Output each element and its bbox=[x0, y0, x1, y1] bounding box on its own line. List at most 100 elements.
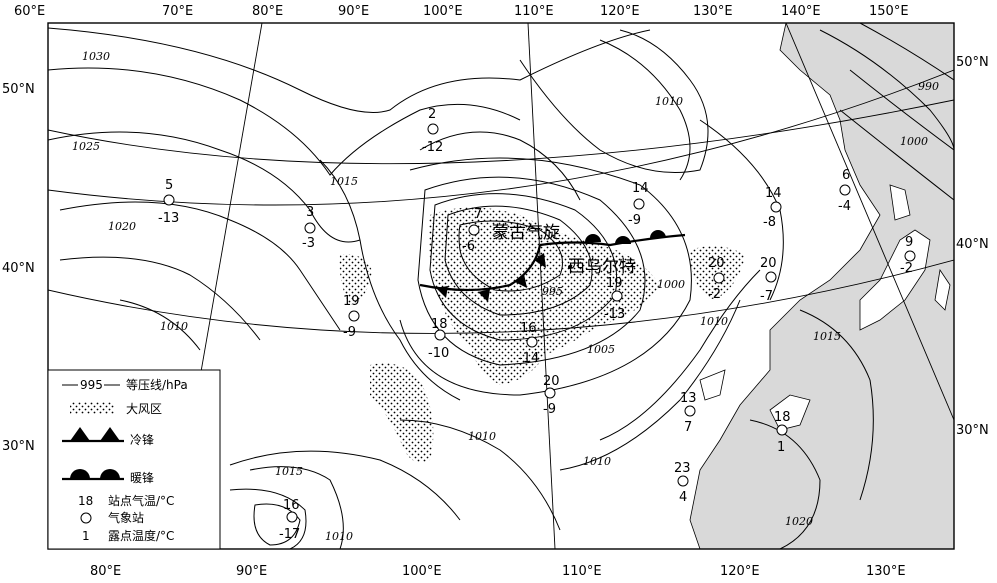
isobar-value: 1030 bbox=[82, 50, 110, 63]
sea-area bbox=[689, 23, 954, 549]
svg-text:16: 16 bbox=[520, 321, 537, 336]
map-frame bbox=[47, 22, 955, 550]
legend-temp-sample: 18 bbox=[78, 494, 93, 508]
svg-text:20: 20 bbox=[543, 374, 560, 389]
station: 2-12 bbox=[422, 107, 443, 155]
isobar-value: 995 bbox=[542, 285, 563, 298]
station: 23 4 bbox=[674, 461, 691, 505]
station: 5 -13 bbox=[158, 178, 179, 226]
lat-label: 50°N bbox=[956, 55, 989, 70]
isobar-value: 1020 bbox=[785, 515, 813, 528]
svg-text:-12: -12 bbox=[422, 140, 443, 155]
lon-label: 150°E bbox=[869, 4, 909, 19]
coast-islands bbox=[889, 184, 911, 221]
svg-text:-9: -9 bbox=[628, 213, 641, 228]
isobar-value: 1010 bbox=[583, 455, 611, 468]
svg-text:-8: -8 bbox=[763, 215, 776, 230]
lon-label: 60°E bbox=[14, 4, 45, 19]
svg-text:20: 20 bbox=[760, 256, 777, 271]
isobar-value: 1010 bbox=[655, 95, 683, 108]
coast-islands bbox=[934, 268, 951, 311]
warm-front-symbol bbox=[62, 469, 124, 481]
isobar-value: 1005 bbox=[587, 343, 615, 356]
lat-label: 40°N bbox=[956, 237, 989, 252]
place-dot bbox=[568, 265, 572, 269]
svg-text:-6: -6 bbox=[462, 239, 475, 254]
svg-text:18: 18 bbox=[431, 317, 448, 332]
svg-text:19: 19 bbox=[606, 276, 623, 291]
svg-text:9: 9 bbox=[905, 235, 913, 250]
cold-front-symbol bbox=[62, 427, 124, 443]
svg-text:16: 16 bbox=[283, 498, 300, 513]
svg-text:3: 3 bbox=[306, 205, 314, 220]
isobar-value: 1010 bbox=[700, 315, 728, 328]
isobar-value: 1015 bbox=[330, 175, 358, 188]
svg-text:-9: -9 bbox=[343, 325, 356, 340]
svg-text:19: 19 bbox=[343, 294, 360, 309]
svg-text:-14: -14 bbox=[518, 351, 539, 366]
station: 14 -8 bbox=[763, 186, 782, 230]
isobar-value: 1010 bbox=[160, 320, 188, 333]
svg-text:-2: -2 bbox=[900, 261, 913, 276]
station: 6-4 bbox=[838, 168, 851, 214]
svg-text:14: 14 bbox=[765, 186, 782, 201]
bottom-lon-labels: 80°E 90°E 100°E 110°E 120°E 130°E bbox=[90, 564, 906, 579]
svg-text:5: 5 bbox=[165, 178, 173, 193]
lon-label: 120°E bbox=[600, 4, 640, 19]
svg-text:7: 7 bbox=[684, 420, 692, 435]
top-lon-labels: 60°E 70°E 80°E 90°E 100°E 110°E 120°E 13… bbox=[14, 4, 909, 19]
coast-islands bbox=[699, 369, 726, 401]
isobar-value: 1010 bbox=[325, 530, 353, 543]
svg-text:14: 14 bbox=[632, 181, 649, 196]
svg-text:-13: -13 bbox=[604, 307, 625, 322]
lon-label: 90°E bbox=[338, 4, 369, 19]
isobar-value: 1015 bbox=[813, 330, 841, 343]
lon-label: 110°E bbox=[514, 4, 554, 19]
lat-label: 50°N bbox=[2, 82, 35, 97]
station: 16 -14 bbox=[518, 321, 539, 366]
legend: 995 等压线/hPa 大风区 冷锋 暖锋 18 站点气温/°C 气象站 1 露… bbox=[47, 369, 221, 550]
legend-station-label: 气象站 bbox=[108, 510, 144, 525]
station: 13 7 bbox=[680, 391, 697, 435]
station: 19 -9 bbox=[343, 294, 360, 340]
legend-dew-sample: 1 bbox=[82, 529, 90, 543]
lon-label: 110°E bbox=[562, 564, 602, 579]
svg-text:4: 4 bbox=[679, 490, 687, 505]
svg-text:-13: -13 bbox=[158, 211, 179, 226]
svg-text:-7: -7 bbox=[760, 289, 773, 304]
svg-text:18: 18 bbox=[774, 410, 791, 425]
place-label: 西乌尔特 bbox=[568, 257, 636, 277]
isobar-value: 1000 bbox=[657, 278, 685, 291]
lon-label: 130°E bbox=[693, 4, 733, 19]
isobar-value: 1000 bbox=[900, 135, 928, 148]
svg-text:20: 20 bbox=[708, 256, 725, 271]
lon-label: 120°E bbox=[720, 564, 760, 579]
isobar-value: 1025 bbox=[72, 140, 100, 153]
svg-text:23: 23 bbox=[674, 461, 691, 476]
station-circle-icon bbox=[80, 512, 92, 524]
station: 181 bbox=[774, 410, 791, 455]
station: 9 -2 bbox=[900, 235, 916, 276]
cyclone-label: 蒙古气旋 bbox=[492, 223, 560, 243]
svg-text:13: 13 bbox=[680, 391, 697, 406]
lat-label: 30°N bbox=[2, 439, 35, 454]
isobar-labels: 1030 1025 1020 1015 1010 1010 1010 1015 … bbox=[72, 50, 939, 543]
warm-front bbox=[539, 230, 686, 247]
isobar-value: 1020 bbox=[108, 220, 136, 233]
lon-label: 80°E bbox=[90, 564, 121, 579]
left-lat-labels: 50°N 40°N 30°N bbox=[2, 82, 35, 454]
legend-temp-label: 站点气温/°C bbox=[108, 493, 174, 508]
cold-front bbox=[419, 244, 546, 302]
lat-label: 40°N bbox=[2, 261, 35, 276]
svg-text:-9: -9 bbox=[543, 402, 556, 417]
station: 3-3 bbox=[302, 205, 316, 251]
station: 19 -13 bbox=[604, 276, 625, 322]
svg-text:7: 7 bbox=[474, 207, 482, 222]
station: 16-17 bbox=[279, 498, 300, 542]
svg-text:-2: -2 bbox=[708, 287, 721, 302]
lat-label: 30°N bbox=[956, 423, 989, 438]
lon-label: 80°E bbox=[252, 4, 283, 19]
station: 18-10 bbox=[428, 317, 449, 361]
lon-label: 140°E bbox=[781, 4, 821, 19]
